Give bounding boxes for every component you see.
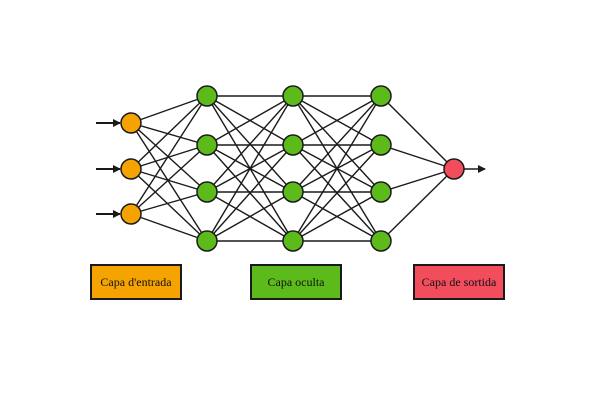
connection-2-3-2 (292, 191, 382, 242)
hidden-neuron-3-1 (370, 134, 392, 156)
connection-0-2-2 (130, 191, 208, 215)
connection-2-1-0 (292, 95, 382, 146)
connection-2-3-1 (292, 144, 382, 242)
legend-hidden-label: Capa oculta (267, 274, 325, 289)
hidden-neuron-2-3 (282, 230, 304, 252)
connection-0-0-1 (130, 122, 208, 146)
hidden-neuron-3-3 (370, 230, 392, 252)
connection-2-2-0 (292, 95, 382, 193)
hidden-neuron-1-1 (196, 134, 218, 156)
legend-input-layer: Capa d'entrada (90, 264, 182, 300)
hidden-neuron-1-3 (196, 230, 218, 252)
connection-0-0-0 (130, 95, 208, 124)
input-neuron-0-2 (120, 203, 142, 225)
connection-0-1-0 (130, 95, 208, 170)
connection-1-3-2 (206, 191, 294, 242)
connection-3-2-0 (380, 168, 455, 193)
hidden-neuron-3-0 (370, 85, 392, 107)
hidden-neuron-2-0 (282, 85, 304, 107)
legend-hidden-layer: Capa oculta (250, 264, 342, 300)
hidden-neuron-3-2 (370, 181, 392, 203)
connection-1-3-1 (206, 144, 294, 242)
connection-0-1-2 (130, 168, 208, 193)
connection-3-0-0 (380, 95, 455, 170)
connection-3-1-0 (380, 144, 455, 170)
connection-1-1-0 (206, 95, 294, 146)
input-neuron-0-1 (120, 158, 142, 180)
legend-output-layer: Capa de sortida (413, 264, 505, 300)
hidden-neuron-1-2 (196, 181, 218, 203)
connection-0-1-3 (130, 168, 208, 242)
connection-0-2-0 (130, 95, 208, 215)
output-neuron-4-0 (443, 158, 465, 180)
connection-1-3-0 (206, 95, 294, 242)
input-neuron-0-0 (120, 112, 142, 134)
connection-0-2-3 (130, 213, 208, 242)
legend-output-label: Capa de sortida (421, 274, 497, 289)
connection-0-2-1 (130, 144, 208, 215)
connection-3-3-0 (380, 168, 455, 242)
hidden-neuron-2-1 (282, 134, 304, 156)
hidden-neuron-1-0 (196, 85, 218, 107)
neurons (120, 85, 465, 252)
io-arrows (96, 119, 486, 218)
legend-input-label: Capa d'entrada (100, 274, 172, 289)
hidden-neuron-2-2 (282, 181, 304, 203)
connection-0-0-3 (130, 122, 208, 242)
connection-0-1-1 (130, 144, 208, 170)
connection-2-3-0 (292, 95, 382, 242)
connections (130, 95, 455, 242)
connection-1-2-0 (206, 95, 294, 193)
